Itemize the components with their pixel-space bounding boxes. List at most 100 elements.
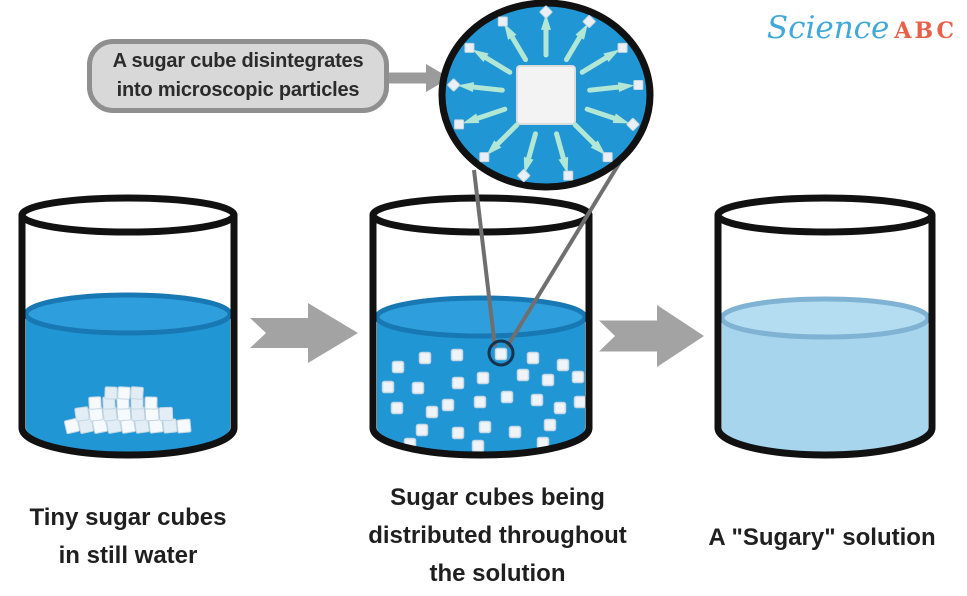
beaker-rim (18, 194, 238, 236)
sugar-particle (494, 347, 508, 361)
sugar-particle (381, 380, 395, 394)
sugar-cube (176, 418, 192, 434)
sugar-cube-large (516, 65, 576, 125)
beaker-still-water (18, 194, 238, 459)
sugar-cube (144, 396, 158, 410)
microscopic-particle (479, 152, 490, 163)
beaker-walls (714, 211, 936, 459)
diffusion-arrowhead (486, 140, 502, 156)
caption-line: A "Sugary" solution (708, 524, 936, 551)
sugar-cube (74, 406, 90, 422)
sugar-particle (476, 371, 490, 385)
sugar-particle (450, 348, 464, 362)
diffusion-arrowhead (462, 113, 480, 124)
caption-line: Tiny sugar cubes (29, 504, 227, 531)
sugar-particle (571, 370, 585, 384)
diffusion-arrow (579, 52, 613, 75)
diffusion-arrowhead (558, 156, 569, 174)
callout-line: A sugar cube disintegrates (112, 50, 364, 72)
caption-line: distributed throughout (368, 522, 627, 549)
sugar-particle (471, 439, 485, 453)
sugar-particle (451, 376, 465, 390)
microscopic-particle (602, 152, 613, 163)
water-surface (23, 292, 233, 336)
sugar-particle (415, 423, 429, 437)
diffusion-arrowhead (603, 49, 620, 63)
diffusion-arrowhead (575, 23, 588, 40)
sugar-particle (441, 398, 455, 412)
caption-line: the solution (429, 560, 566, 587)
sugar-particle (526, 351, 540, 365)
diffusion-arrowhead (590, 140, 606, 156)
beaker-rim (714, 194, 936, 236)
magnifier-line-right (505, 160, 622, 349)
callout-line: into microscopic particles (116, 79, 360, 101)
sugar-particle (390, 401, 404, 415)
microscopic-particle (633, 79, 644, 90)
sugar-particle (553, 401, 567, 415)
microscopic-particle (517, 169, 531, 183)
microscopic-particle (447, 78, 461, 92)
beaker2-caption: Sugar cubes being distributed throughout… (330, 479, 665, 593)
sugar-particle (573, 395, 587, 409)
sugar-particle (541, 373, 555, 387)
diffusion-arrow (587, 84, 626, 93)
callout-arrow (386, 64, 450, 92)
transition-arrow-2 (599, 305, 704, 367)
diffusion-arrowhead (541, 14, 551, 30)
microscopic-particle (582, 15, 596, 28)
water-body (722, 299, 928, 452)
logo-abc-text: ABC (894, 18, 957, 44)
callout-bubble: A sugar cube disintegrates into microsco… (87, 39, 389, 113)
sugar-particle (425, 405, 439, 419)
sugar-cube (117, 386, 131, 400)
sugar-cube (64, 418, 80, 434)
sugar-cube (104, 386, 118, 400)
sugar-particle (500, 390, 514, 404)
diffusion-arrow (554, 131, 568, 166)
sugar-particle (391, 360, 405, 374)
sugar-particle (478, 420, 492, 434)
sugar-particle (543, 418, 557, 432)
sugar-particle (508, 425, 522, 439)
beaker3-caption: A "Sugary" solution (662, 519, 967, 557)
sugar-particle (516, 368, 530, 382)
beaker-walls (18, 211, 238, 459)
sugar-cube (88, 396, 102, 410)
water-surface (374, 295, 588, 339)
microscopic-particle (617, 42, 628, 53)
diffusion-arrowhead (472, 49, 489, 63)
diffusion-arrow (572, 122, 601, 150)
microscopic-particle (497, 16, 508, 27)
diffusion-arrow (491, 122, 520, 150)
microscopic-particle (454, 119, 465, 130)
microscopic-particle (539, 5, 553, 19)
sugar-particle (411, 381, 425, 395)
diffusion-arrow (470, 106, 508, 123)
sugar-particle (556, 358, 570, 372)
beaker-dissolving (369, 194, 593, 459)
microscopic-particle (563, 170, 574, 181)
magnifier-line-left (472, 169, 497, 348)
beaker-solution (714, 194, 936, 459)
water-surface (719, 296, 931, 340)
beaker-walls (369, 211, 593, 459)
beaker1-caption: Tiny sugar cubes in still water (0, 499, 256, 575)
diffusion-arrow (524, 131, 538, 166)
scienceabc-logo: Science ABC (767, 10, 957, 46)
diffusion-arrowhead (504, 23, 517, 40)
sugar-particle (530, 393, 544, 407)
caption-line: Sugar cubes being (390, 484, 605, 511)
diffusion-arrow (584, 106, 622, 123)
diffusion-arrow (507, 30, 529, 63)
caption-line: in still water (58, 542, 198, 569)
sugar-cube (158, 406, 174, 422)
diffusion-arrow (466, 84, 505, 93)
magnified-view (438, 0, 654, 191)
diffusion-arrow (479, 52, 513, 75)
logo-science-text: Science (766, 10, 890, 46)
highlighted-particle-circle (487, 339, 515, 367)
diffusion-arrowhead (457, 82, 474, 93)
